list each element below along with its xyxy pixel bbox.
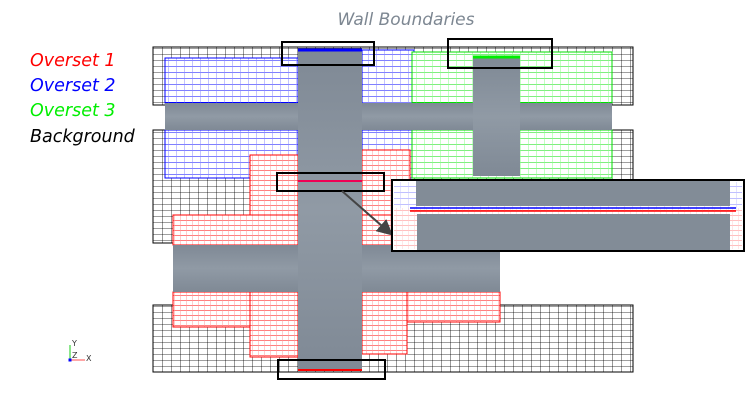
legend-overset-2: Overset 2: [30, 76, 116, 96]
y-axis-label: Y: [71, 339, 77, 348]
legend-overset-3: Overset 3: [30, 101, 116, 121]
highlight-box-bottom: [277, 359, 386, 380]
zoom-arrow: [341, 190, 394, 236]
highlight-box-top-right: [447, 38, 553, 69]
diagram-title: Wall Boundaries: [337, 10, 475, 30]
axes-triad: Y Z X: [68, 339, 92, 363]
x-axis-label: X: [86, 354, 92, 363]
overset-2-mesh-top-left: [164, 57, 299, 104]
inset-frame: [391, 179, 745, 252]
geometry-main-vertical-bar: [298, 50, 362, 370]
overset-1-mesh-upper-left-low: [172, 214, 299, 246]
overset-1-mesh-lower-right-low: [361, 291, 408, 355]
legend-overset-1: Overset 1: [30, 51, 116, 71]
overset-2-mesh-top-right: [361, 49, 415, 106]
geometry-right-vertical-bar: [473, 58, 520, 176]
inset-geometry-lower: [417, 214, 730, 250]
highlight-box-middle: [276, 172, 385, 192]
zoom-inset: [391, 179, 745, 252]
z-axis-label: Z: [72, 351, 78, 360]
geometry-top-horizontal-bar: [165, 103, 612, 130]
legend-background: Background: [30, 127, 135, 147]
inset-geometry-upper: [416, 181, 730, 206]
highlight-box-top-left: [281, 41, 375, 66]
overset-1-mesh-lower-left-low: [249, 291, 299, 358]
z-axis-dot: [68, 358, 72, 362]
